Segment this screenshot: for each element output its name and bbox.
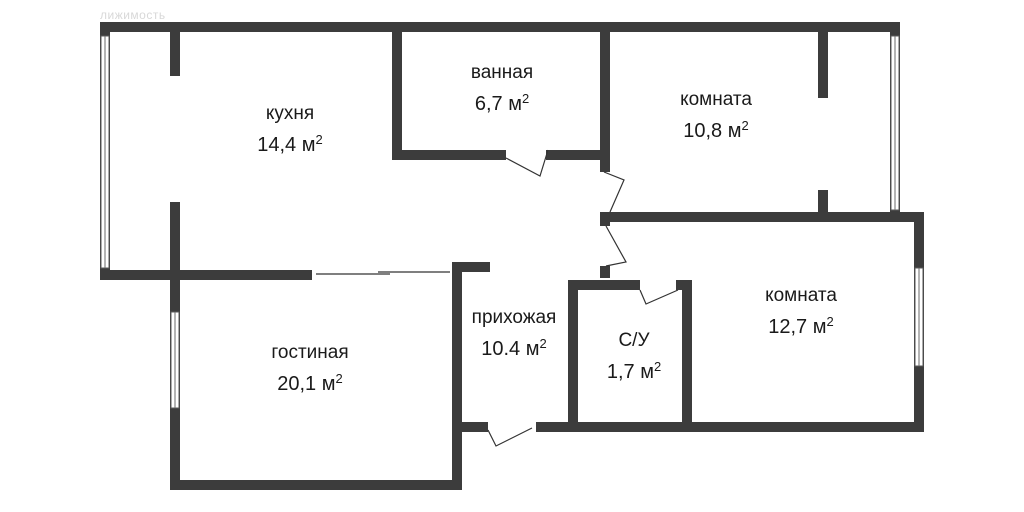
room-area-kitchen: 14,4 м2	[257, 132, 323, 156]
room-label-wc: С/У 1,7 м2	[607, 328, 661, 385]
wall-wc-left	[568, 280, 578, 432]
room-area-bathroom: 6,7 м2	[474, 91, 530, 115]
door-room1	[603, 171, 625, 213]
room-name-bathroom: ванная	[470, 62, 534, 83]
wall-hall-post-b	[600, 266, 610, 278]
wall-room1-room2	[600, 212, 924, 222]
wall-bottom-kitchen	[100, 270, 312, 280]
room-name-bedroom1: комната	[680, 89, 752, 110]
room-name-bedroom2: комната	[765, 285, 837, 306]
wall-wc-top	[568, 280, 640, 290]
room-area-wc: 1,7 м2	[606, 359, 662, 383]
room-label-bathroom: ванная 6,7 м2	[471, 60, 533, 117]
room-label-hallway: прихожая 10.4 м2	[472, 305, 557, 362]
room-label-living: гостиная 20,1 м2	[271, 340, 348, 397]
wall-hall-post-a	[600, 212, 610, 226]
wall-hall-bottom-left	[452, 422, 488, 432]
wall-right-living	[452, 262, 462, 490]
door-wc	[639, 289, 679, 305]
room-name-wc: С/У	[618, 330, 650, 351]
door-room2	[605, 225, 627, 267]
room-area-bedroom2: 12,7 м2	[768, 314, 834, 338]
room-area-bedroom1: 10,8 м2	[683, 118, 749, 142]
wall-bottom-living	[170, 480, 462, 490]
wall-bath-left	[392, 22, 402, 160]
wall-room1-stub-top	[818, 22, 828, 98]
wall-bottom-right	[536, 422, 924, 432]
watermark-text: лижимость	[100, 8, 166, 22]
room-name-kitchen: кухня	[265, 103, 315, 124]
room-label-bedroom2: комната 12,7 м2	[765, 283, 837, 340]
wall-bath-bottom-left	[392, 150, 506, 160]
wall-bath-right	[600, 22, 610, 172]
wall-kitchen-stub-bottom	[170, 202, 180, 280]
wall-room1-stub-bottom	[818, 190, 828, 218]
room-label-bedroom1: комната 10,8 м2	[680, 87, 752, 144]
door-entrance	[487, 427, 533, 447]
room-name-living: гостиная	[271, 342, 349, 363]
wall-top	[100, 22, 900, 32]
wall-wc-right	[682, 280, 692, 432]
wall-kitchen-stub-top	[170, 22, 180, 76]
wall-living-top-stub	[452, 262, 490, 272]
room-area-living: 20,1 м2	[277, 371, 343, 395]
wall-bath-bottom-right	[546, 150, 610, 160]
door-bathroom	[505, 149, 549, 177]
room-area-hallway: 10.4 м2	[481, 336, 547, 360]
room-name-hallway: прихожая	[471, 307, 557, 328]
room-label-kitchen: кухня 14,4 м2	[257, 101, 322, 158]
